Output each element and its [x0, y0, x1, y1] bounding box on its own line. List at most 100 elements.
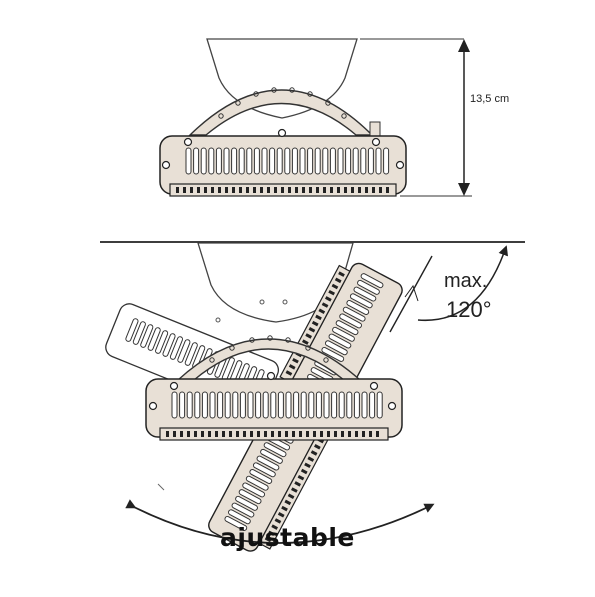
vent-fin: [155, 330, 169, 354]
height-dimension: [360, 38, 472, 197]
rail-slot: [299, 431, 302, 437]
rail-slot: [334, 277, 342, 284]
rail-slot: [372, 187, 375, 193]
rail-slot: [218, 187, 221, 193]
vent-fin: [232, 391, 239, 419]
rail-slot: [316, 187, 319, 193]
vent-fin: [383, 147, 390, 175]
rail-slot: [201, 431, 204, 437]
screw: [395, 160, 405, 170]
vent-fin: [208, 147, 215, 175]
bottom-heater: [145, 371, 403, 441]
rail-slot: [308, 327, 316, 333]
vent-fin: [307, 147, 314, 175]
vent-fin: [209, 391, 216, 419]
rail-slot: [318, 308, 326, 314]
rail-slot: [292, 431, 295, 437]
rail-slot: [274, 518, 282, 524]
vent-fin: [185, 147, 192, 175]
rail-slot: [260, 187, 263, 193]
vent-fin: [224, 516, 248, 531]
rail-slot: [183, 187, 186, 193]
vent-fin: [308, 391, 315, 419]
vent-fin: [321, 346, 345, 362]
screw: [183, 137, 193, 147]
rail-slot: [306, 431, 309, 437]
vent-fin: [300, 391, 307, 419]
tilt-angle-indicator: [389, 245, 509, 333]
rail-slot: [239, 187, 242, 193]
vent-fin: [194, 391, 201, 419]
screw: [277, 128, 287, 138]
rail-slot: [313, 431, 316, 437]
vent-fin: [238, 147, 245, 175]
vent-fin: [293, 391, 300, 419]
rail-slot: [288, 364, 296, 370]
rail-slot: [291, 487, 298, 493]
rail-slot: [307, 456, 315, 462]
rail-slot: [229, 431, 232, 437]
screw: [371, 137, 381, 147]
vent-fin: [323, 391, 330, 419]
rail-slot: [271, 524, 279, 530]
vent-fin: [329, 147, 336, 175]
rail-slot: [386, 187, 389, 193]
vent-fin: [263, 442, 287, 458]
vent-fin: [291, 147, 298, 175]
vent-fin: [299, 147, 306, 175]
vent-fin: [367, 147, 374, 175]
vent-fin: [252, 462, 276, 478]
vent-fin: [361, 391, 368, 419]
vent-fin: [346, 391, 353, 419]
rail-slot: [321, 302, 329, 308]
rail-slot: [302, 339, 309, 345]
screw: [161, 160, 171, 170]
rail-slot: [338, 271, 345, 277]
rail-slot: [304, 462, 311, 469]
screw: [369, 381, 379, 391]
vent-fin: [270, 391, 277, 419]
vent-fin: [256, 455, 280, 471]
rail-slot: [348, 431, 351, 437]
rail-slot: [315, 314, 322, 321]
vent-fin: [360, 147, 367, 175]
rail-slot: [268, 530, 275, 537]
vent-fin: [262, 391, 269, 419]
vent-fin: [177, 339, 191, 363]
rail-slot: [327, 431, 330, 437]
rail-slot: [305, 333, 312, 339]
rail-slot: [379, 187, 382, 193]
max-label: max.: [444, 270, 488, 292]
vent-fin: [331, 391, 338, 419]
rail-slot: [274, 187, 277, 193]
vent-fin: [245, 475, 269, 491]
rail-slot: [264, 536, 272, 543]
vent-fin: [242, 482, 266, 498]
rail-slot: [362, 431, 365, 437]
rail-slot: [208, 431, 211, 437]
screw: [266, 371, 276, 381]
rail-slot: [246, 187, 249, 193]
vent-fin: [376, 391, 383, 419]
vent-fin: [186, 391, 193, 419]
rail-slot: [330, 187, 333, 193]
vent-fin: [314, 147, 321, 175]
vent-fin: [255, 391, 262, 419]
vent-fin: [147, 327, 161, 351]
rail-slot: [358, 187, 361, 193]
vent-fin: [140, 324, 154, 348]
rail-slot: [337, 187, 340, 193]
adjustable-swing-arrow: [125, 499, 435, 544]
rail-slot: [271, 431, 274, 437]
rail-slot: [297, 474, 305, 481]
vent-fin: [284, 147, 291, 175]
vent-fin: [353, 286, 377, 302]
rail-slot: [215, 431, 218, 437]
rail-slot: [328, 289, 335, 296]
rail-slot: [190, 187, 193, 193]
height-label: 13,5 cm: [470, 93, 510, 105]
vent-fin: [249, 469, 273, 484]
rail-slot: [314, 444, 321, 450]
vent-fin: [184, 342, 198, 366]
